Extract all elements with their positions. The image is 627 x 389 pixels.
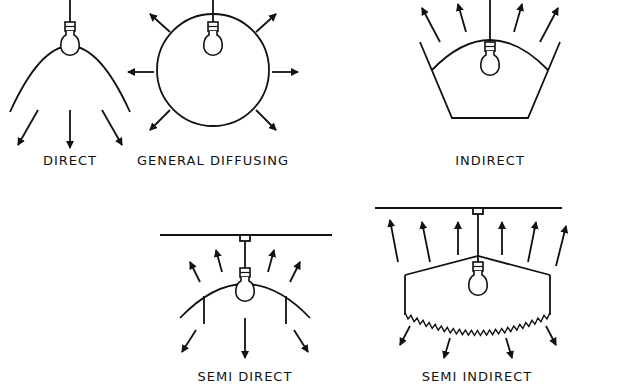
luminaire-caption: DIRECT bbox=[43, 153, 97, 168]
luminaire-caption: INDIRECT bbox=[455, 153, 525, 168]
luminaire-caption: SEMI DIRECT bbox=[198, 369, 293, 384]
luminaire-caption: GENERAL DIFFUSING bbox=[137, 153, 289, 168]
luminaire-caption: SEMI INDIRECT bbox=[422, 369, 532, 384]
